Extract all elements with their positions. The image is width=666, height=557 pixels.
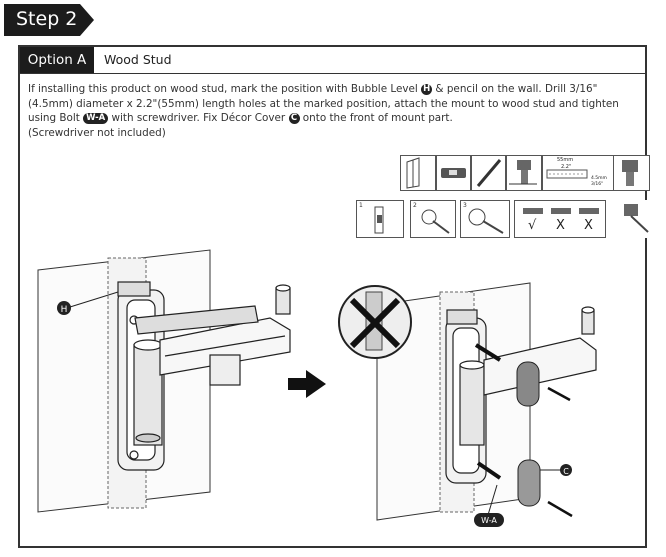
callout-h-marker <box>57 301 71 315</box>
step-tab: Step 2 <box>4 4 94 36</box>
thumb-wall-stud <box>400 155 436 191</box>
thumb-drill-spec: 55mm 2.2" 4.5mm 3/16" <box>542 155 614 191</box>
step-thumb-1-num: 1 <box>359 202 363 209</box>
right-arm <box>483 306 597 396</box>
anchor-check-panel: √ X X <box>514 200 606 238</box>
callout-wa-text: W-A <box>481 516 497 525</box>
check-bad-1: X <box>556 218 565 233</box>
drill-spec-top: 55mm <box>557 157 574 163</box>
thumb-pencil <box>471 155 506 191</box>
option-tag: Option A <box>20 47 94 73</box>
badge-bolt: W-A <box>83 113 109 124</box>
instr-part4: onto the front of mount part. <box>299 112 453 124</box>
step-thumb-1: 1 <box>356 200 404 238</box>
drill-spec-dia-inch: 3/16" <box>591 182 604 187</box>
push-arrows <box>547 386 573 518</box>
option-bar: Option A Wood Stud <box>20 47 645 74</box>
thumb-bubble-level <box>436 155 471 191</box>
instr-part3: with screwdriver. Fix Décor Cover <box>108 112 289 124</box>
badge-bubble-level: H <box>421 84 433 95</box>
drill-spec-dia: 4.5mm <box>591 176 607 181</box>
left-hinge <box>133 339 163 446</box>
step-thumb-3-num: 3 <box>463 202 467 209</box>
step-thumb-3: 3 <box>460 200 510 238</box>
badge-decor-cover: C <box>288 113 300 124</box>
arrow-right-icon <box>288 370 326 398</box>
step-tab-shape <box>4 4 94 36</box>
instr-note: (Screwdriver not included) <box>28 126 166 139</box>
check-ok: √ <box>528 218 537 233</box>
decor-cover-icons <box>516 361 541 507</box>
bolt-icons <box>474 343 502 480</box>
callout-c-marker <box>560 464 572 476</box>
step-thumb-2: 2 <box>410 200 456 238</box>
thumb-screwdriver <box>612 200 650 238</box>
thumb-drill <box>506 155 542 191</box>
no-anchor-icon <box>338 285 412 359</box>
left-arm <box>159 284 291 386</box>
callout-h-text: H <box>61 305 68 315</box>
right-wall-plate <box>445 309 487 484</box>
step-label: Step 2 <box>16 8 78 30</box>
instr-part1: If installing this product on wood stud,… <box>28 83 422 95</box>
drill-spec-inch: 2.2" <box>561 164 572 170</box>
thumb-drill-bit <box>614 155 650 191</box>
step-thumb-2-num: 2 <box>413 202 417 209</box>
instr-part2: & pencil on the wall. Drill 3/16"(4.5mm)… <box>28 83 619 124</box>
option-title: Wood Stud <box>104 52 172 67</box>
check-bad-2: X <box>584 218 593 233</box>
callout-wa-marker <box>474 513 504 527</box>
instruction-text: If installing this product on wood stud,… <box>28 82 638 140</box>
callout-c-text: C <box>563 467 569 476</box>
bubble-level-tool <box>134 305 259 335</box>
